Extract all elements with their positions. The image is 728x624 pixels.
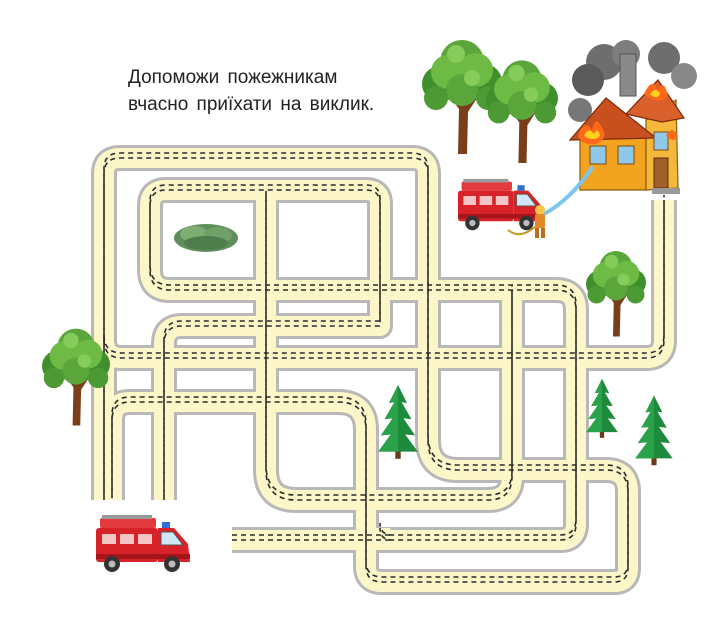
deciduous-tree-icon	[586, 251, 646, 337]
instruction-text: Допоможи пожежникам вчасно приїхати на в…	[128, 64, 418, 118]
instruction-line-1: Допоможи пожежникам	[128, 67, 338, 88]
fir-tree-icon	[378, 385, 418, 459]
bush-icon	[174, 224, 238, 252]
fire-truck-icon	[457, 178, 544, 231]
maze-roads	[104, 153, 664, 587]
water-spray	[542, 166, 594, 216]
firefighter-icon	[535, 205, 545, 238]
burning-house-icon	[568, 40, 697, 194]
fir-tree-icon	[586, 378, 618, 438]
instruction-line-2: вчасно приїхати на виклик.	[128, 94, 375, 115]
fir-tree-icon	[635, 395, 673, 466]
fire-hose	[507, 225, 537, 236]
fire-truck-icon	[95, 514, 191, 573]
